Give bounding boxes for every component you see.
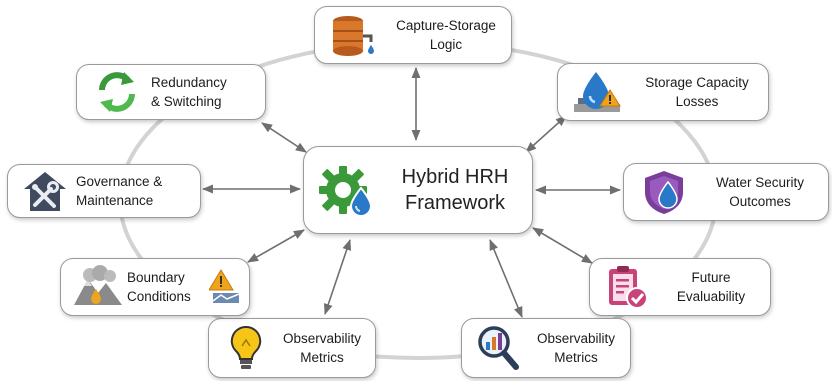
gear-water-drop-icon xyxy=(316,158,378,222)
water-tank-icon xyxy=(325,10,381,60)
magnifier-chart-icon xyxy=(474,322,522,374)
arrow-obs-right xyxy=(489,238,523,319)
redundancy-switching-label: Redundancy& Switching xyxy=(151,75,227,109)
arrow-obs-left xyxy=(323,238,352,316)
governance-maintenance-label: Governance &Maintenance xyxy=(76,174,163,208)
recycle-arrows-icon xyxy=(91,68,143,116)
arrow-storage xyxy=(525,115,567,153)
arrow-future xyxy=(532,227,593,264)
landscape-icon xyxy=(69,262,127,312)
landscape-warning-icon xyxy=(207,267,243,307)
lightbulb-icon xyxy=(223,322,269,374)
house-tools-icon xyxy=(18,167,72,215)
shield-drop-icon xyxy=(636,167,692,217)
node-governance-maintenance: Governance &Maintenance xyxy=(7,164,201,218)
clipboard-check-icon xyxy=(602,262,652,312)
arrow-boundary xyxy=(247,229,305,263)
water-drop-warning-icon xyxy=(568,67,626,117)
node-redundancy-switching: Redundancy& Switching xyxy=(76,64,266,120)
arrow-redundancy xyxy=(261,122,307,153)
